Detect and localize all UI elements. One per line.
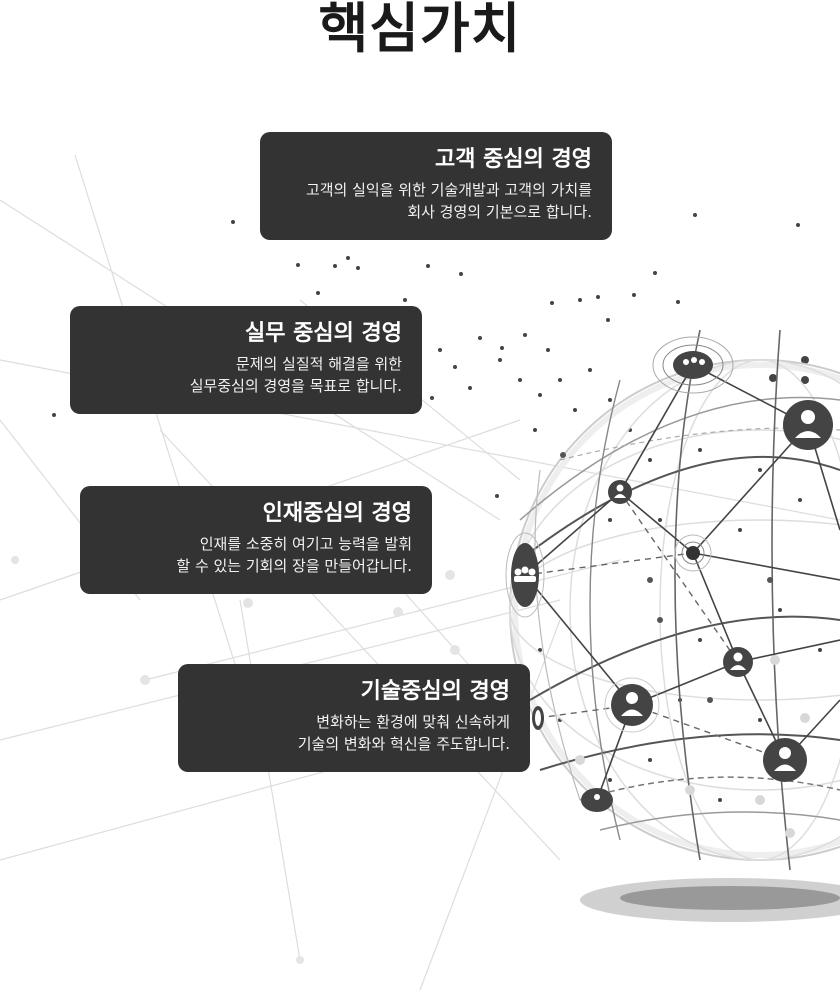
value-card-title: 기술중심의 경영 bbox=[360, 679, 510, 704]
value-card-title: 실무 중심의 경영 bbox=[245, 321, 402, 346]
group-icon bbox=[652, 336, 734, 394]
value-card-customer: 고객 중심의 경영 고객의 실익을 위한 기술개발과 고객의 가치를 회사 경영… bbox=[260, 132, 612, 240]
globe bbox=[509, 329, 840, 871]
person-icon bbox=[608, 480, 632, 504]
value-card-desc-line2: 기술의 변화와 혁신을 주도합니다. bbox=[297, 735, 510, 754]
value-card-desc-line1: 문제의 실질적 해결을 위한 bbox=[235, 354, 402, 373]
person-icon bbox=[723, 647, 753, 677]
value-card-desc-line2: 할 수 있는 기회의 장을 만들어갑니다. bbox=[176, 557, 412, 576]
group-icon bbox=[505, 532, 545, 618]
person-icon bbox=[581, 788, 613, 812]
value-card-technology: 기술중심의 경영 변화하는 환경에 맞춰 신속하게 기술의 변화와 혁신을 주도… bbox=[178, 664, 530, 772]
value-card-practice: 실무 중심의 경영 문제의 실질적 해결을 위한 실무중심의 경영을 목표로 합… bbox=[70, 306, 422, 414]
value-card-people: 인재중심의 경영 인재를 소중히 여기고 능력을 발휘 할 수 있는 기회의 장… bbox=[80, 486, 432, 594]
value-card-desc-line1: 고객의 실익을 위한 기술개발과 고객의 가치를 bbox=[305, 180, 592, 199]
hub-node bbox=[674, 534, 712, 572]
value-card-title: 인재중심의 경영 bbox=[262, 501, 412, 526]
value-card-title: 고객 중심의 경영 bbox=[435, 147, 592, 172]
scatter-dots bbox=[52, 213, 822, 802]
value-card-desc-line1: 인재를 소중히 여기고 능력을 발휘 bbox=[199, 534, 412, 553]
background-nodes bbox=[11, 556, 460, 964]
person-icon bbox=[783, 400, 833, 450]
value-card-desc-line2: 실무중심의 경영을 목표로 합니다. bbox=[189, 377, 402, 396]
person-icon bbox=[604, 677, 660, 733]
value-card-desc-line1: 변화하는 환경에 맞춰 신속하게 bbox=[316, 712, 510, 731]
value-card-desc-line2: 회사 경영의 기본으로 합니다. bbox=[407, 203, 592, 222]
person-icon bbox=[763, 738, 807, 782]
page-title: 핵심가치 bbox=[318, 0, 522, 60]
globe-shadow bbox=[580, 878, 840, 922]
